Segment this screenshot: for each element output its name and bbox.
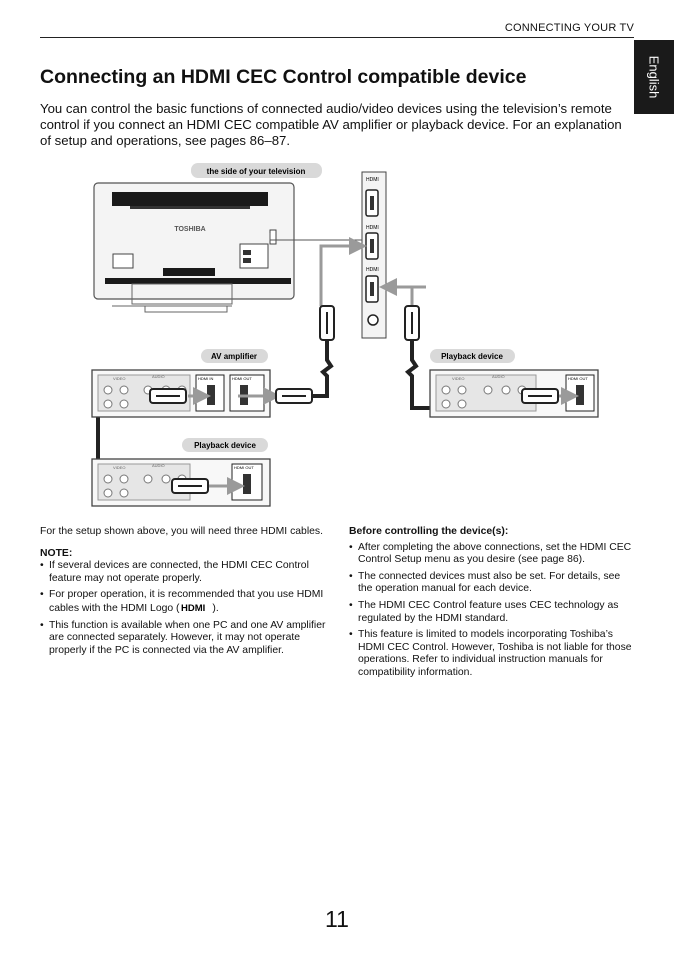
right-column: Before controlling the device(s): After … [349, 526, 635, 684]
note-heading: NOTE: [40, 547, 73, 559]
av-amplifier-label-bg [201, 349, 268, 363]
svg-text:HDMI: HDMI [181, 603, 205, 613]
before-controlling-list: After completing the above connections, … [349, 542, 635, 680]
note-list: If several devices are connected, the HD… [40, 560, 332, 657]
list-item: The HDMI CEC Control feature uses CEC te… [349, 600, 635, 625]
playback-right-label: Playback device [441, 352, 503, 361]
language-tab-label: English [646, 55, 662, 99]
right-video-label: VIDEO [452, 376, 464, 381]
playback-device-right-panel: VIDEO AUDIO HDMI OUT [429, 369, 599, 418]
tv-connector-panel [239, 243, 269, 269]
note-logo-text-before: For proper operation, it is recommended … [49, 589, 324, 614]
side-audio-jack [367, 314, 379, 326]
hdmi-plug-playback-right [521, 388, 559, 404]
list-item: This feature is limited to models incorp… [349, 629, 635, 679]
amp-hdmi-in-label: HDMI IN [198, 376, 213, 381]
playback-bottom-label-bg [182, 438, 268, 452]
side-hdmi-label-3: HDMI [366, 267, 379, 273]
setup-text: For the setup shown above, you will need… [40, 526, 324, 537]
bottom-video-label: VIDEO [113, 465, 125, 470]
amp-hdmi-out-label: HDMI OUT [232, 376, 252, 381]
bottom-hdmi-out-label: HDMI OUT [234, 465, 254, 470]
connection-diagram: the side of your television TOSHIBA HDMI… [91, 163, 599, 507]
right-hdmi-out-label: HDMI OUT [568, 376, 588, 381]
hdmi-logo-icon: HDMI [181, 603, 205, 613]
note-item: For proper operation, it is recommended … [40, 589, 332, 615]
bottom-audio-label: AUDIO [152, 463, 165, 468]
tv-back-panel: TOSHIBA [93, 182, 295, 313]
tv-side-label-bg [191, 163, 322, 178]
playback-bottom-label: Playback device [194, 441, 256, 450]
playback-right-label-bg [430, 349, 515, 363]
hdmi-plug-amp-out [275, 388, 313, 404]
page-title: Connecting an HDMI CEC Control compatibl… [40, 66, 527, 88]
amp-video-label: VIDEO [113, 376, 125, 381]
hdmi-plug-amp-to-tv [319, 305, 335, 341]
tv-side-panel: HDMI HDMI HDMI [361, 171, 387, 339]
list-item: The connected devices must also be set. … [349, 571, 635, 596]
page-number: 11 [325, 906, 349, 932]
intro-paragraph: You can control the basic functions of c… [40, 101, 622, 149]
tv-brand-logo: TOSHIBA [174, 226, 205, 233]
hdmi-plug-playback-bottom [171, 478, 209, 494]
amp-audio-label: AUDIO [152, 374, 165, 379]
av-amplifier-label: AV amplifier [211, 352, 257, 361]
section-header: CONNECTING YOUR TV [40, 22, 634, 38]
side-hdmi-label-2: HDMI [366, 225, 379, 231]
language-tab[interactable]: English [634, 40, 674, 114]
right-audio-label: AUDIO [492, 374, 505, 379]
arrow-to-hdmi-2 [319, 237, 367, 306]
before-controlling-heading: Before controlling the device(s): [349, 526, 509, 537]
hdmi-plug-playback-to-tv [404, 305, 420, 341]
note-item: This function is available when one PC a… [40, 620, 332, 658]
cable-amp-to-tv [310, 340, 334, 398]
right-hdmi-out-port [576, 385, 584, 405]
list-item: After completing the above connections, … [349, 542, 635, 567]
bottom-hdmi-out-port [243, 474, 251, 494]
amp-hdmi-in-port [207, 385, 215, 405]
note-item: If several devices are connected, the HD… [40, 560, 332, 585]
side-hdmi-label-1: HDMI [366, 177, 379, 183]
tv-side-label: the side of your television [207, 167, 306, 176]
hdmi-plug-amp-in [149, 388, 187, 404]
note-logo-text-after: ). [212, 602, 219, 614]
left-column: For the setup shown above, you will need… [40, 526, 332, 661]
